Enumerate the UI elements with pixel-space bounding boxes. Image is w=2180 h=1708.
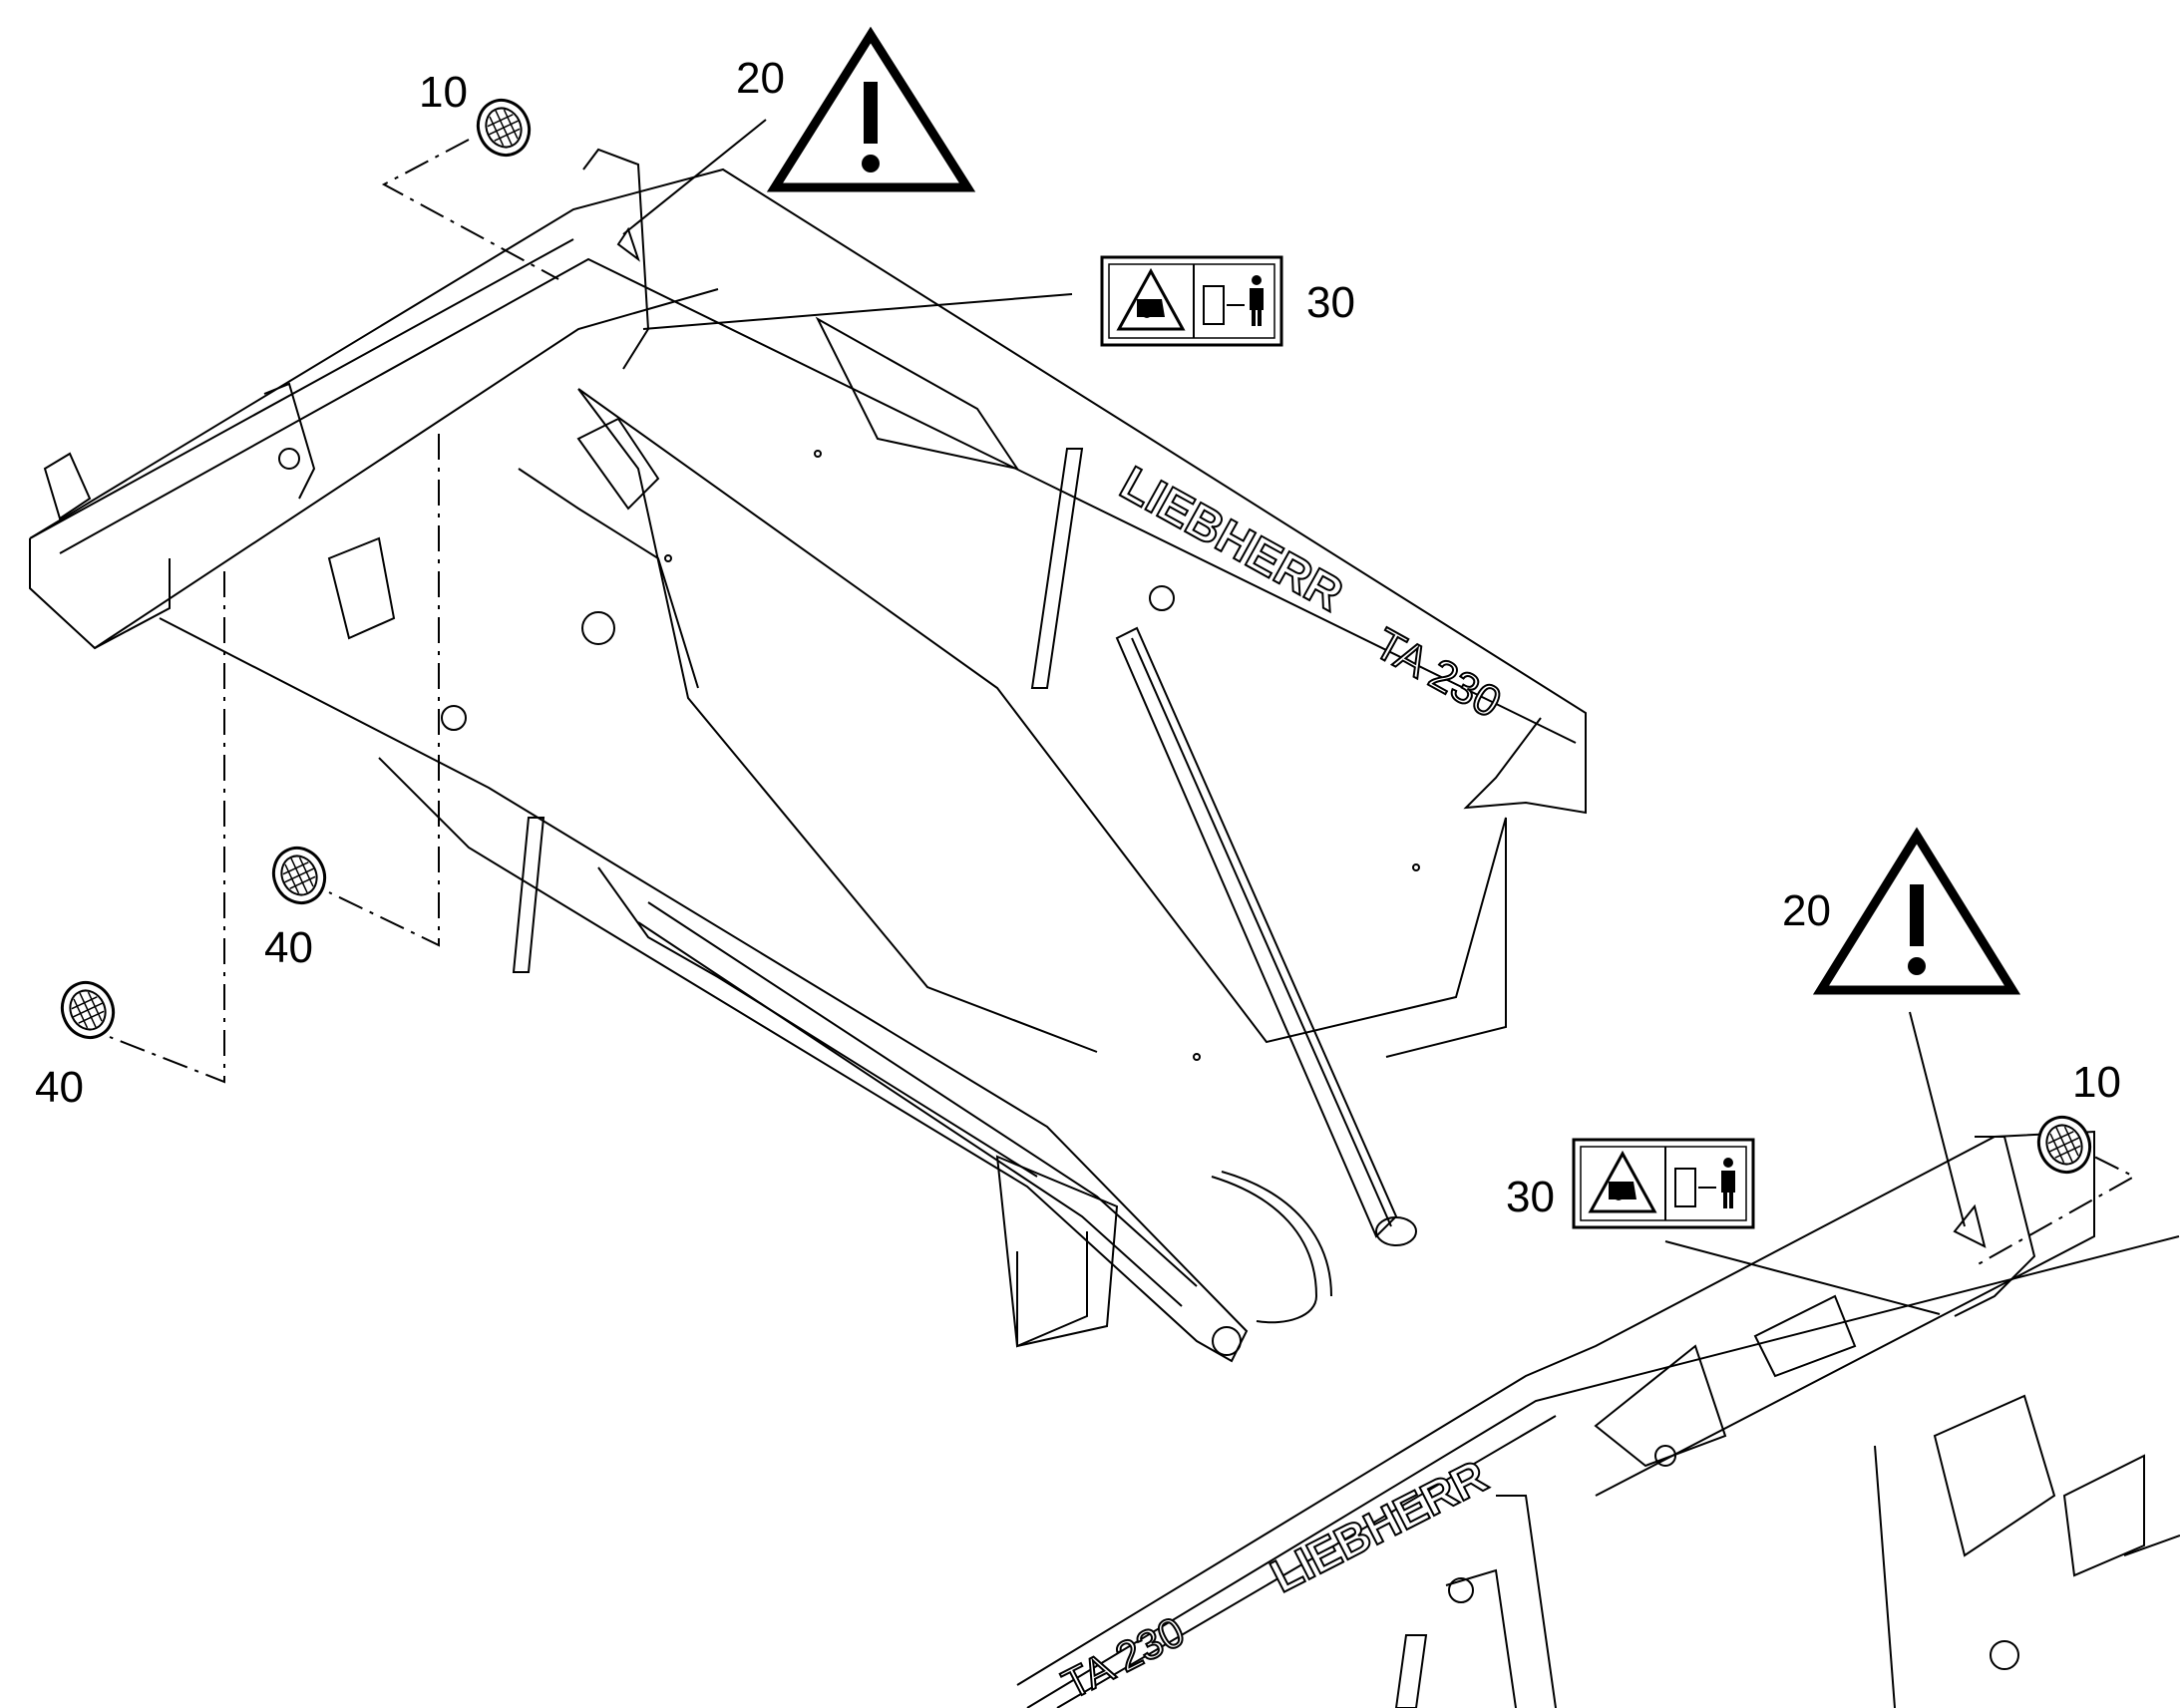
crush-hazard-icon <box>1116 267 1186 331</box>
callout-40-mid: 40 <box>264 923 313 972</box>
vent-grille-icon <box>60 981 116 1039</box>
vent-grille-icon <box>476 99 532 157</box>
detail-view-assembly <box>1016 1130 2180 1708</box>
model-lettering: TA 230 <box>1366 619 1509 728</box>
safety-decal-right <box>1572 1138 1755 1229</box>
decal-warning-small <box>616 226 640 262</box>
safety-distance-icon <box>1674 1158 1735 1208</box>
vent-grille-icon <box>2036 1116 2092 1174</box>
callout-20-top: 20 <box>736 54 785 103</box>
callout-20-right: 20 <box>1782 886 1831 935</box>
callout-10-top: 10 <box>419 68 468 117</box>
callout-30-right: 30 <box>1506 1173 1555 1221</box>
crush-hazard-icon <box>1588 1150 1657 1213</box>
vent-grille-icon <box>271 847 327 904</box>
callout-30-top: 30 <box>1306 278 1355 327</box>
safety-distance-icon <box>1203 275 1264 326</box>
solid-leaders <box>622 119 1966 1315</box>
main-boom-assembly <box>29 148 1587 1363</box>
dash-dot-leaders <box>109 139 2137 1267</box>
model-lettering-detail: TA 230 <box>1055 1607 1192 1708</box>
warning-triangle-icon <box>1812 827 2021 995</box>
callout-10-right: 10 <box>2072 1058 2121 1107</box>
callout-40-low: 40 <box>35 1063 84 1112</box>
decal-warning-small-detail <box>1953 1203 1987 1248</box>
safety-decal-top <box>1100 255 1283 347</box>
brand-lettering: LIEBHERR <box>1112 457 1351 621</box>
warning-triangle-icon <box>766 26 976 192</box>
